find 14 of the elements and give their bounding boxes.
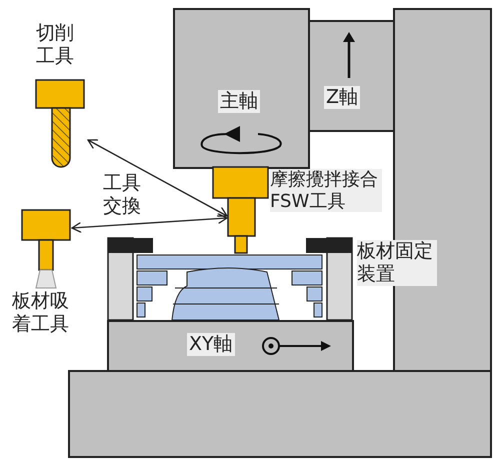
axis-label: Z軸 bbox=[324, 86, 360, 109]
spindle-head-box bbox=[173, 8, 310, 169]
xy-table-box bbox=[107, 320, 354, 372]
tool-label: 板材吸着工具 bbox=[12, 290, 70, 336]
axis-label: XY軸 bbox=[187, 333, 235, 356]
arrow bbox=[87, 139, 228, 217]
tool-label: 摩擦攪拌接合FSW工具 bbox=[270, 169, 382, 212]
tool-label: 切削工具 bbox=[36, 22, 75, 68]
machine-base bbox=[68, 370, 492, 458]
arrow bbox=[71, 212, 228, 234]
machine-column bbox=[393, 8, 492, 372]
z-slide-box bbox=[308, 20, 395, 132]
spindle-label: 主軸 bbox=[218, 90, 260, 113]
fixture-label: 板材固定装置 bbox=[357, 240, 437, 286]
